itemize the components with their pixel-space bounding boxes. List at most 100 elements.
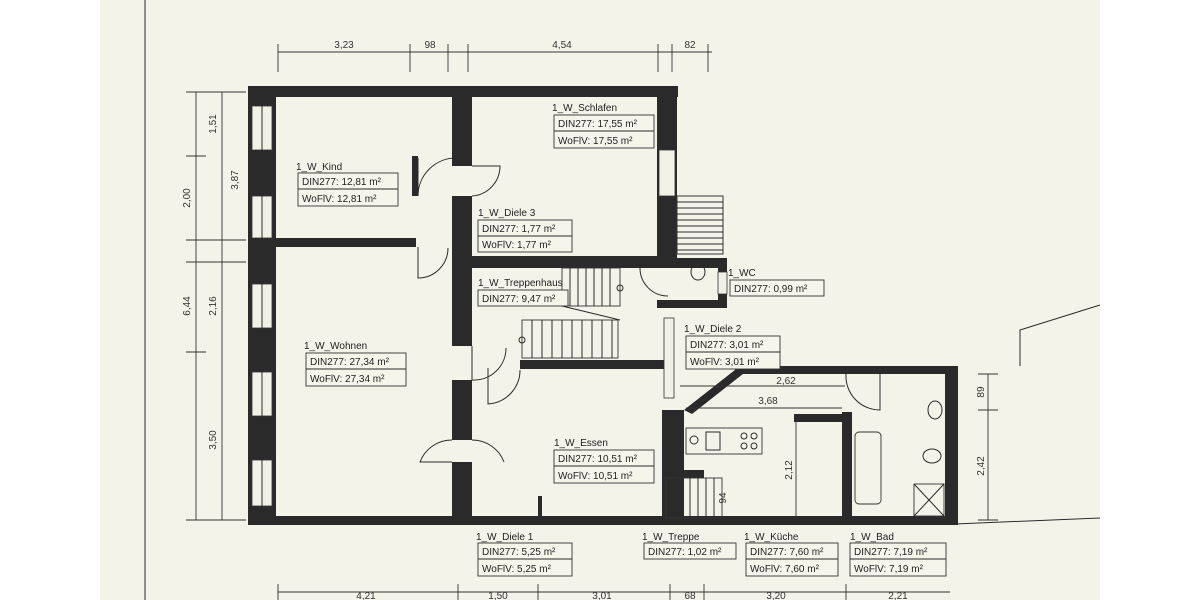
dim-top-2: 98 — [424, 40, 436, 51]
bath-toilet — [922, 448, 942, 464]
dim-bottom-4: 68 — [684, 591, 696, 600]
dim-left-3: 2,16 — [208, 296, 219, 316]
wall-mid-upper — [452, 86, 472, 166]
dim-bottom-3: 3,01 — [592, 591, 612, 600]
room-treppe-label: 1_W_Treppe DIN277: 1,02 m² — [642, 532, 737, 560]
room-schlafen-label: 1_W_Schlafen DIN277: 17,55 m² WoFlV: 17,… — [552, 103, 655, 149]
dim-left-outer: 6,44 — [182, 296, 193, 316]
svg-text:WoFlV: 7,60 m²: WoFlV: 7,60 m² — [750, 564, 820, 575]
room-essen-label: 1_W_Essen DIN277: 10,51 m² WoFlV: 10,51 … — [553, 438, 655, 484]
dim-left-mid: 3,87 — [230, 170, 241, 190]
svg-text:1_W_Treppenhaus: 1_W_Treppenhaus — [478, 278, 563, 289]
balcony-grating — [676, 195, 724, 255]
shower — [913, 483, 945, 517]
svg-text:WoFlV: 5,25 m²: WoFlV: 5,25 m² — [482, 564, 552, 575]
neighbour-baseline — [954, 517, 1101, 525]
walls — [248, 86, 958, 525]
sanitary-fixtures — [685, 263, 945, 517]
svg-text:1_W_Treppe: 1_W_Treppe — [642, 532, 700, 543]
svg-text:1_W_Diele 3: 1_W_Diele 3 — [478, 208, 536, 219]
svg-text:1_W_Küche: 1_W_Küche — [744, 532, 799, 543]
bath-sink — [927, 400, 943, 420]
dim-left-4: 3,50 — [208, 430, 219, 450]
dim-interior-5: 89 — [976, 386, 987, 398]
wc-toilet — [690, 263, 706, 281]
room-diele1-label: 1_W_Diele 1 DIN277: 5,25 m² WoFlV: 5,25 … — [476, 532, 573, 577]
wall-essen-stub — [538, 496, 542, 518]
svg-text:WoFlV: 12,81 m²: WoFlV: 12,81 m² — [302, 194, 377, 205]
svg-text:1_WC: 1_WC — [728, 268, 756, 279]
svg-text:DIN277: 3,01 m²: DIN277: 3,01 m² — [690, 340, 764, 351]
dim-interior-4: 94 — [718, 492, 729, 504]
wall-kind-door-jamb — [412, 156, 418, 196]
bathtub — [854, 431, 882, 505]
room-treppenhaus-label: 1_W_Treppenhaus DIN277: 9,47 m² — [477, 278, 569, 307]
svg-text:DIN277: 7,19 m²: DIN277: 7,19 m² — [854, 547, 928, 558]
wall-bottom — [248, 516, 958, 525]
dimension-lines — [186, 44, 998, 600]
wall-essen-top — [520, 360, 670, 369]
svg-text:1_W_Bad: 1_W_Bad — [850, 532, 894, 543]
dim-left-2: 2,00 — [182, 188, 193, 208]
dim-bottom-2: 1,50 — [488, 591, 508, 600]
wall-diagonal — [684, 366, 748, 414]
dimension-labels: 3,23 98 4,54 82 6,44 1,51 2,00 2,16 3,50… — [182, 40, 987, 600]
wall-mid-center — [452, 196, 472, 346]
svg-text:DIN277: 1,02 m²: DIN277: 1,02 m² — [648, 547, 722, 558]
wall-bad-left — [842, 412, 852, 524]
dim-top-4: 82 — [684, 40, 696, 51]
dim-bottom-6: 2,21 — [888, 591, 908, 600]
svg-text:WoFlV: 1,77 m²: WoFlV: 1,77 m² — [482, 240, 552, 251]
dim-bottom-5: 3,20 — [766, 591, 786, 600]
kitchen-counter — [685, 427, 763, 455]
wall-mid-bottom — [452, 462, 472, 522]
dim-top-3: 4,54 — [552, 40, 572, 51]
room-diele2-label: 1_W_Diele 2 DIN277: 3,01 m² WoFlV: 3,01 … — [684, 324, 781, 370]
svg-text:WoFlV: 17,55 m²: WoFlV: 17,55 m² — [558, 136, 633, 147]
svg-text:DIN277: 27,34 m²: DIN277: 27,34 m² — [310, 357, 390, 368]
left-windows — [251, 105, 273, 507]
wall-mid-lower — [452, 380, 472, 440]
svg-text:DIN277: 9,47 m²: DIN277: 9,47 m² — [482, 294, 556, 305]
wall-kitchen-left — [662, 410, 684, 522]
wall-kitchen-step — [684, 470, 704, 478]
svg-text:1_W_Essen: 1_W_Essen — [554, 438, 608, 449]
room-kind-label: 1_W_Kind DIN277: 12,81 m² WoFlV: 12,81 m… — [296, 162, 399, 207]
svg-text:1_W_Kind: 1_W_Kind — [296, 162, 342, 173]
svg-text:1_W_Diele 1: 1_W_Diele 1 — [476, 532, 534, 543]
svg-text:1_W_Diele 2: 1_W_Diele 2 — [684, 324, 742, 335]
wall-kind-wohnen — [276, 238, 416, 247]
dim-top-1: 3,23 — [334, 40, 354, 51]
window-diele2 — [663, 317, 675, 399]
svg-text:DIN277: 5,25 m²: DIN277: 5,25 m² — [482, 547, 556, 558]
svg-text:WoFlV: 3,01 m²: WoFlV: 3,01 m² — [690, 357, 760, 368]
window-wc — [717, 271, 728, 295]
svg-text:WoFlV: 7,19 m²: WoFlV: 7,19 m² — [854, 564, 924, 575]
room-kueche-label: 1_W_Küche DIN277: 7,60 m² WoFlV: 7,60 m² — [744, 532, 839, 577]
svg-text:DIN277: 10,51 m²: DIN277: 10,51 m² — [558, 454, 638, 465]
dim-interior-3: 2,12 — [784, 460, 795, 480]
svg-text:DIN277: 7,60 m²: DIN277: 7,60 m² — [750, 547, 824, 558]
svg-text:DIN277: 0,99 m²: DIN277: 0,99 m² — [734, 284, 808, 295]
svg-text:WoFlV: 27,34 m²: WoFlV: 27,34 m² — [310, 374, 385, 385]
staircase — [518, 267, 723, 519]
svg-text:DIN277: 12,81 m²: DIN277: 12,81 m² — [302, 177, 382, 188]
svg-text:WoFlV: 10,51 m²: WoFlV: 10,51 m² — [558, 471, 633, 482]
dim-interior-6: 2,42 — [976, 456, 987, 476]
room-diele3-label: 1_W_Diele 3 DIN277: 1,77 m² WoFlV: 1,77 … — [477, 208, 573, 253]
svg-text:DIN277: 1,77 m²: DIN277: 1,77 m² — [482, 224, 556, 235]
room-wohnen-label: 1_W_Wohnen DIN277: 27,34 m² WoFlV: 27,34… — [304, 341, 407, 387]
dim-bottom-1: 4,21 — [356, 591, 376, 600]
dim-interior-1: 2,62 — [776, 376, 796, 387]
door-swings — [417, 157, 881, 463]
dim-left-1: 1,51 — [208, 114, 219, 134]
room-wc-label: 1_WC DIN277: 0,99 m² — [728, 268, 825, 297]
wall-bad-right — [945, 366, 958, 524]
room-bad-label: 1_W_Bad DIN277: 7,19 m² WoFlV: 7,19 m² — [849, 532, 947, 577]
wall-wc-top — [637, 258, 727, 268]
wall-diele3-bottom — [472, 256, 662, 268]
dim-interior-2: 3,68 — [758, 396, 778, 407]
wall-kueche-inner — [794, 414, 842, 422]
